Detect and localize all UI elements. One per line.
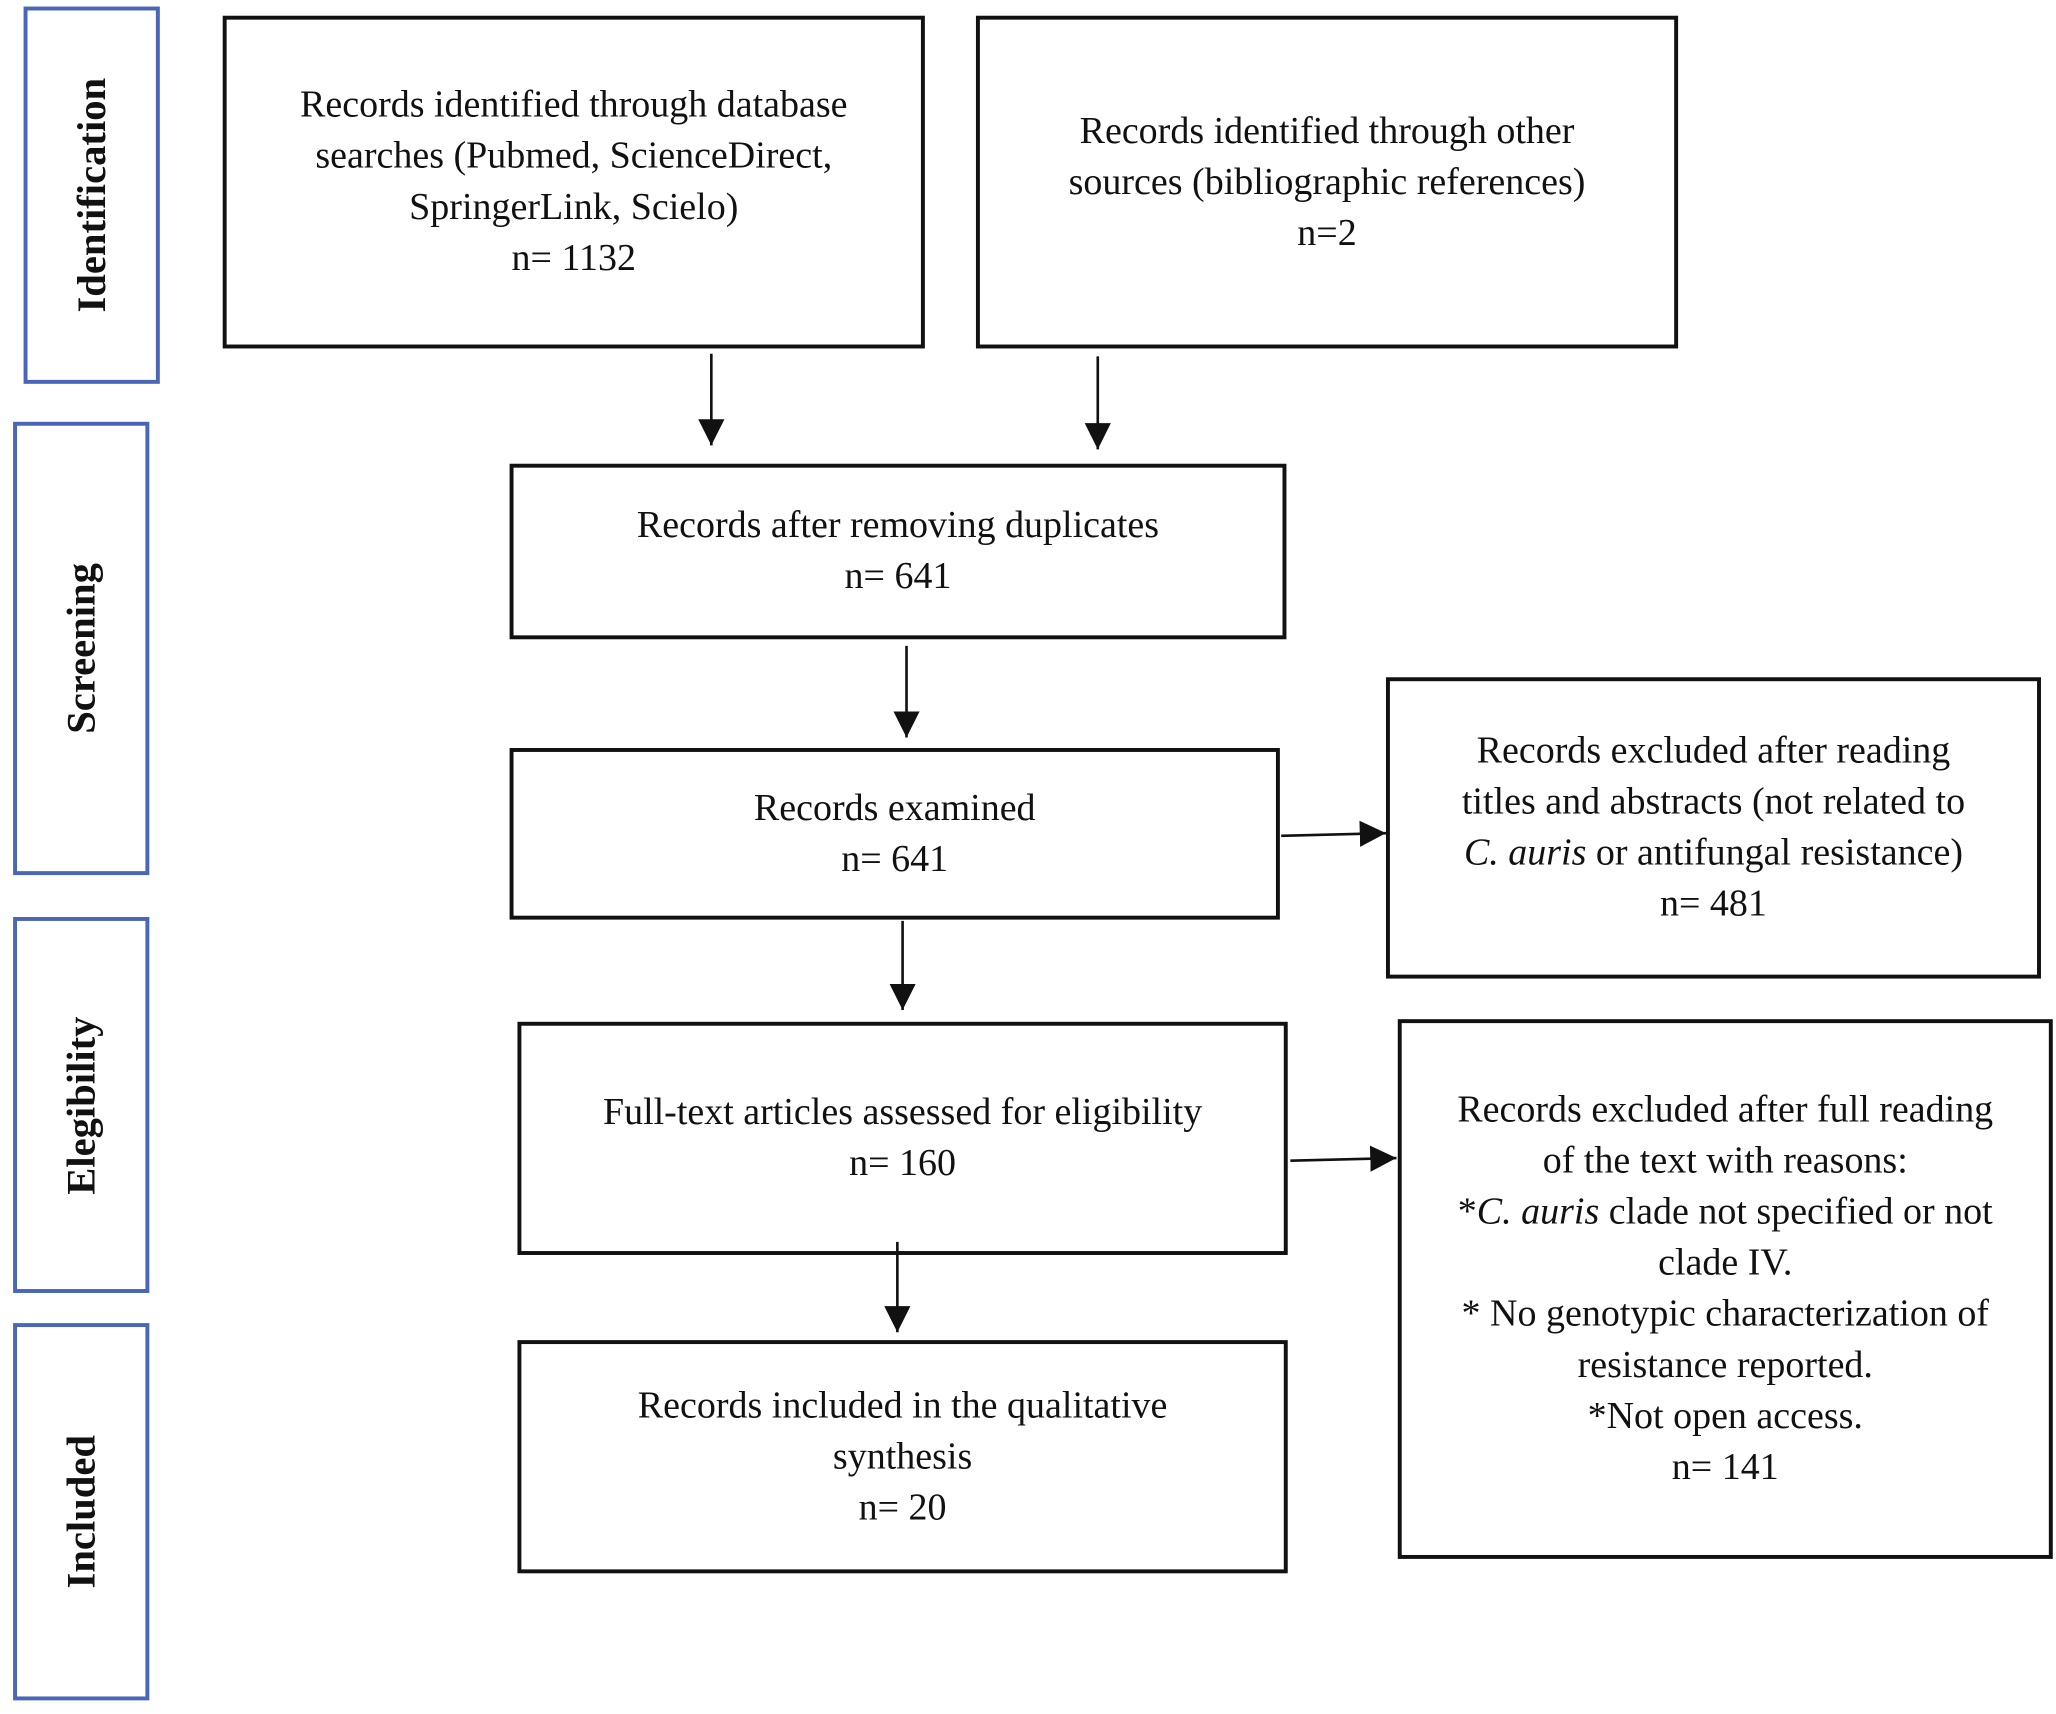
phase-label-eligibility: Elegibility — [57, 1015, 104, 1195]
phase-included: Included — [13, 1323, 150, 1701]
full-text-box: Full-text articles assessed for eligibil… — [517, 1021, 1288, 1255]
excluded-full-reason-3: *Not open access. — [1587, 1395, 1863, 1438]
full-text-line-1: Full-text articles assessed for eligibil… — [602, 1091, 1203, 1134]
included-line-2: synthesis — [832, 1435, 973, 1478]
excluded-full-count: n= 141 — [1671, 1446, 1779, 1489]
excluded-titles-line-1: Records excluded after reading — [1476, 729, 1951, 772]
database-search-line-2: searches (Pubmed, ScienceDirect, — [315, 134, 833, 177]
phase-eligibility: Elegibility — [13, 916, 150, 1293]
database-search-count: n= 1132 — [511, 237, 637, 280]
after-duplicates-box: Records after removing duplicates n= 641 — [509, 463, 1287, 640]
excluded-titles-count: n= 481 — [1660, 882, 1767, 925]
phase-label-identification: Identification — [68, 77, 114, 313]
database-search-line-3: SpringerLink, Scielo) — [409, 186, 739, 228]
excluded-full-line-2: of the text with reasons: — [1542, 1139, 1908, 1182]
records-examined-line-1: Records examined — [753, 786, 1036, 829]
phase-identification: Identification — [23, 6, 160, 384]
other-sources-line-1: Records identified through other — [1079, 109, 1575, 152]
excluded-full-reason-2-line-2: resistance reported. — [1577, 1344, 1873, 1386]
excluded-full-reason-1-species: C. auris — [1476, 1190, 1600, 1233]
excluded-full-reason-2-line-1: * No genotypic characterization of — [1461, 1292, 1989, 1335]
phase-label-screening: Screening — [57, 563, 104, 734]
excluded-titles-species: C. auris — [1463, 831, 1587, 874]
excluded-titles-species-rest: or antifungal resistance) — [1586, 831, 1963, 874]
database-search-box: Records identified through database sear… — [222, 15, 925, 349]
excluded-full-reason-1-cont: clade IV. — [1658, 1241, 1793, 1284]
excluded-full-reason-1-prefix: * — [1457, 1190, 1477, 1233]
excluded-full-reason-1-rest: clade not specified or not — [1599, 1190, 1993, 1233]
records-examined-count: n= 641 — [841, 837, 949, 880]
excluded-full-line-1: Records excluded after full reading — [1457, 1088, 1994, 1131]
database-search-line-1: Records identified through database — [300, 83, 848, 126]
included-box: Records included in the qualitative synt… — [517, 1340, 1288, 1574]
after-duplicates-count: n= 641 — [844, 555, 952, 598]
excluded-titles-line-2: titles and abstracts (not related to — [1461, 780, 1966, 823]
phase-screening: Screening — [13, 421, 150, 876]
included-count: n= 20 — [858, 1486, 947, 1529]
arrow-examined-to-excluded-titles — [1281, 820, 1387, 847]
arrow-full-text-to-excluded-full — [1290, 1145, 1397, 1172]
full-text-count: n= 160 — [849, 1142, 957, 1185]
other-sources-box: Records identified through other sources… — [975, 15, 1679, 349]
excluded-full-box: Records excluded after full reading of t… — [1397, 1019, 2053, 1559]
excluded-full-reason-1: *C. auris clade not specified or not — [1458, 1187, 1993, 1238]
excluded-titles-line-3: C. auris or antifungal resistance) — [1464, 828, 1963, 879]
excluded-titles-box: Records excluded after reading titles an… — [1385, 677, 2041, 979]
phase-label-included: Included — [57, 1434, 104, 1589]
included-line-1: Records included in the qualitative — [637, 1384, 1168, 1426]
records-examined-box: Records examined n= 641 — [509, 748, 1280, 920]
other-sources-line-2: sources (bibliographic references) — [1068, 160, 1586, 203]
after-duplicates-line-1: Records after removing duplicates — [636, 504, 1160, 547]
other-sources-count: n=2 — [1297, 211, 1357, 254]
